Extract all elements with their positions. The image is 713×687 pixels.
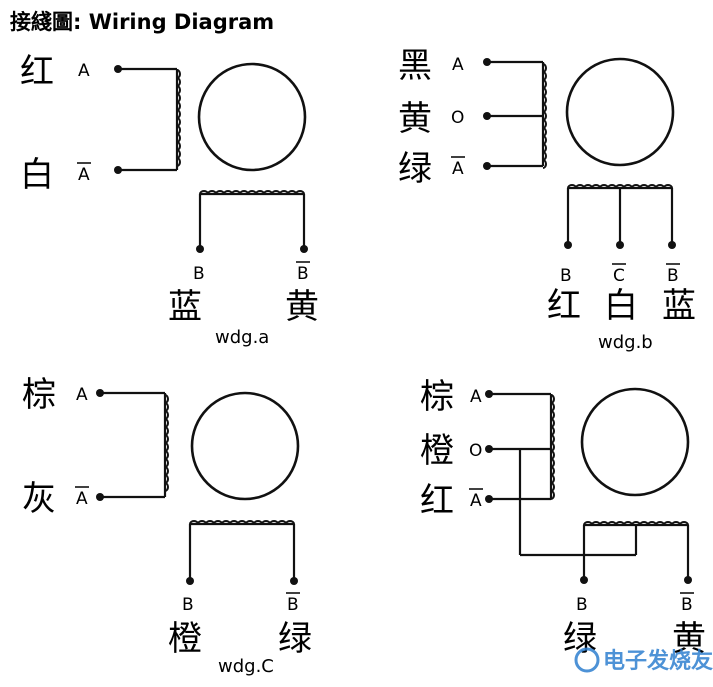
terminal-label: B [576,595,588,615]
terminal-dot [196,245,204,253]
lead-color-label: 黄 [398,99,432,139]
terminal-dot [96,389,104,397]
watermark-text: 电子发烧友 [603,648,713,674]
terminal-dot [483,162,491,170]
diagram-b: 黑 A 黄 O 绿 A B C B 红 白 蓝 wdg.b [398,46,696,353]
terminal-label: A [78,61,90,81]
lead-color-label: 橙 [420,431,454,471]
terminal-label: A [76,489,88,509]
terminal-dot [616,241,624,249]
lead-color-label: 绿 [278,619,312,659]
diagram-c: 棕 A 灰 A B B 橙 绿 wdg.C [22,375,312,677]
lead-color-label: 红 [547,286,581,326]
terminal-label: B [667,266,679,286]
diagram-caption: wdg.C [218,656,274,677]
terminal-label: O [469,441,482,461]
terminal-label: C [613,266,625,286]
lead-color-label: 蓝 [168,287,202,327]
lead-color-label: 黑 [398,46,432,86]
lead-color-label: 白 [604,286,638,326]
terminal-label: A [78,165,90,185]
terminal-label: A [470,387,482,407]
terminal-dot [485,495,493,503]
terminal-dot [186,577,194,585]
terminal-dot [668,241,676,249]
terminal-label: O [451,108,464,128]
terminal-dot [564,241,572,249]
terminal-label: A [452,55,464,75]
rotor-circle [580,387,690,497]
terminal-label: B [193,264,205,284]
lead-color-label: 蓝 [662,286,696,326]
diagram-caption: wdg.b [598,332,653,353]
lead-color-label: 绿 [398,149,432,189]
terminal-dot [483,112,491,120]
diagram-d: 棕 A 橙 O 红 A B B 绿 黄 [420,377,706,659]
terminal-dot [300,245,308,253]
terminal-dot [580,576,588,584]
terminal-label: A [76,385,88,405]
rotor-circle [565,57,675,167]
terminal-dot [485,390,493,398]
terminal-dot [96,493,104,501]
lead-color-label: 棕 [420,377,454,417]
lead-color-label: 棕 [22,375,56,415]
terminal-dot [114,65,122,73]
lead-color-label: 红 [420,481,454,521]
terminal-label: B [287,595,299,615]
terminal-label: A [452,159,464,179]
page-title: 接綫圖: Wiring Diagram [10,10,274,34]
diagram-a: 红 A 白 A B B 蓝 黄 wdg.a [20,52,319,348]
lead-color-label: 黄 [285,287,319,327]
terminal-dot [483,58,491,66]
terminal-label: B [560,266,572,286]
terminal-dot [684,576,692,584]
lead-color-label: 黄 [672,619,706,659]
terminal-label: A [470,491,482,511]
terminal-label: B [681,595,693,615]
watermark: 电子发烧友 [574,647,713,674]
rotor-circle [197,62,307,172]
diagram-caption: wdg.a [215,327,269,348]
lead-color-label: 灰 [22,479,56,519]
terminal-dot [290,577,298,585]
lead-color-label: 红 [20,52,54,92]
terminal-dot [114,166,122,174]
lead-color-label: 白 [20,155,54,195]
terminal-label: B [182,595,194,615]
rotor-circle [190,391,300,501]
watermark-logo-icon [574,647,600,673]
terminal-dot [485,445,493,453]
terminal-label: B [297,264,309,284]
lead-color-label: 橙 [168,619,202,659]
